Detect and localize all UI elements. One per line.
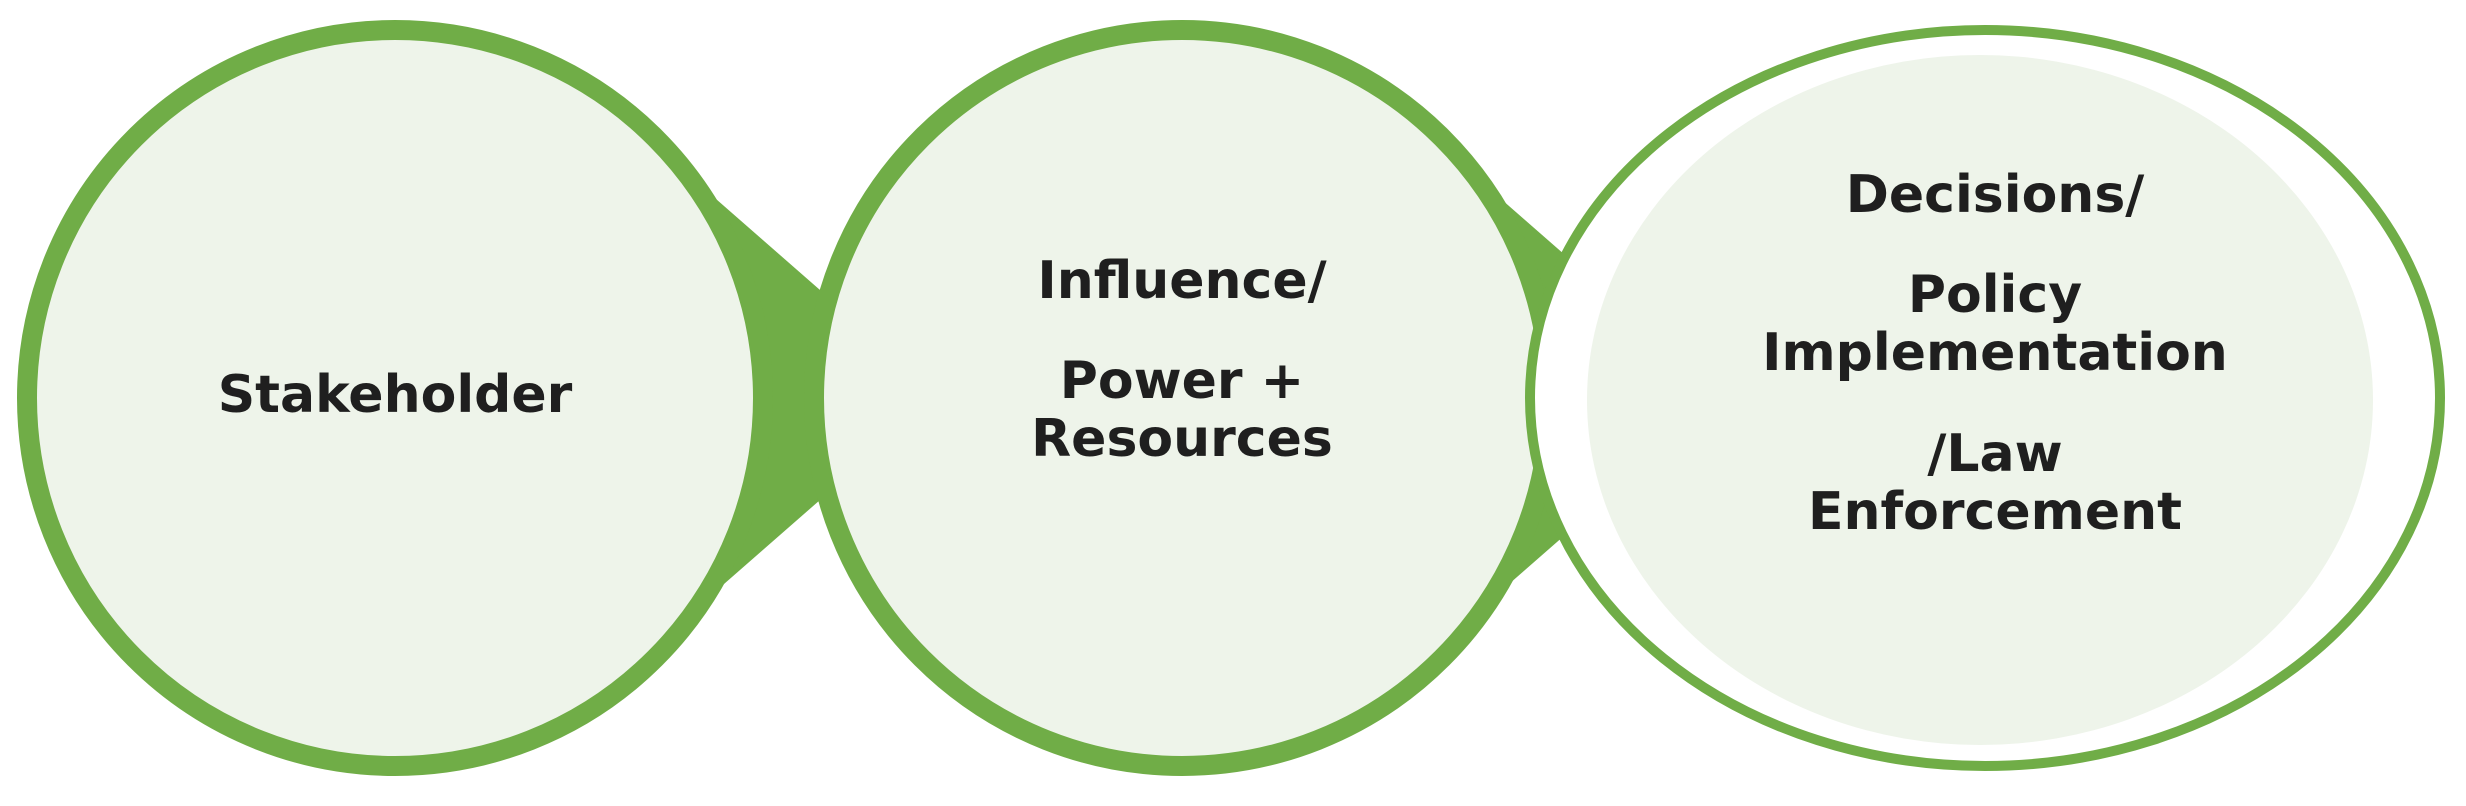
influence-label: Influence/ Power + Resources (982, 252, 1382, 469)
decisions-label: Decisions/ Policy Implementation /Law En… (1745, 166, 2245, 541)
decisions-node (1525, 25, 2445, 771)
stakeholder-text: Stakeholder (217, 365, 573, 425)
decisions-line-3: Implementation (1762, 323, 2228, 384)
influence-line-3: Resources (1031, 409, 1333, 470)
decisions-line-1: Decisions/ (1845, 165, 2145, 225)
stakeholder-node (17, 20, 940, 776)
decisions-line-4: /Law (1927, 423, 2063, 484)
decisions-line-5: Enforcement (1808, 481, 2182, 542)
influence-line-1: Influence/ (1037, 251, 1327, 311)
influence-line-2: Power + (1059, 351, 1305, 412)
stakeholder-label: Stakeholder (195, 366, 595, 424)
decisions-ellipse (1587, 55, 2373, 745)
stakeholder-circle (17, 20, 773, 776)
decisions-line-2: Policy (1907, 265, 2083, 326)
